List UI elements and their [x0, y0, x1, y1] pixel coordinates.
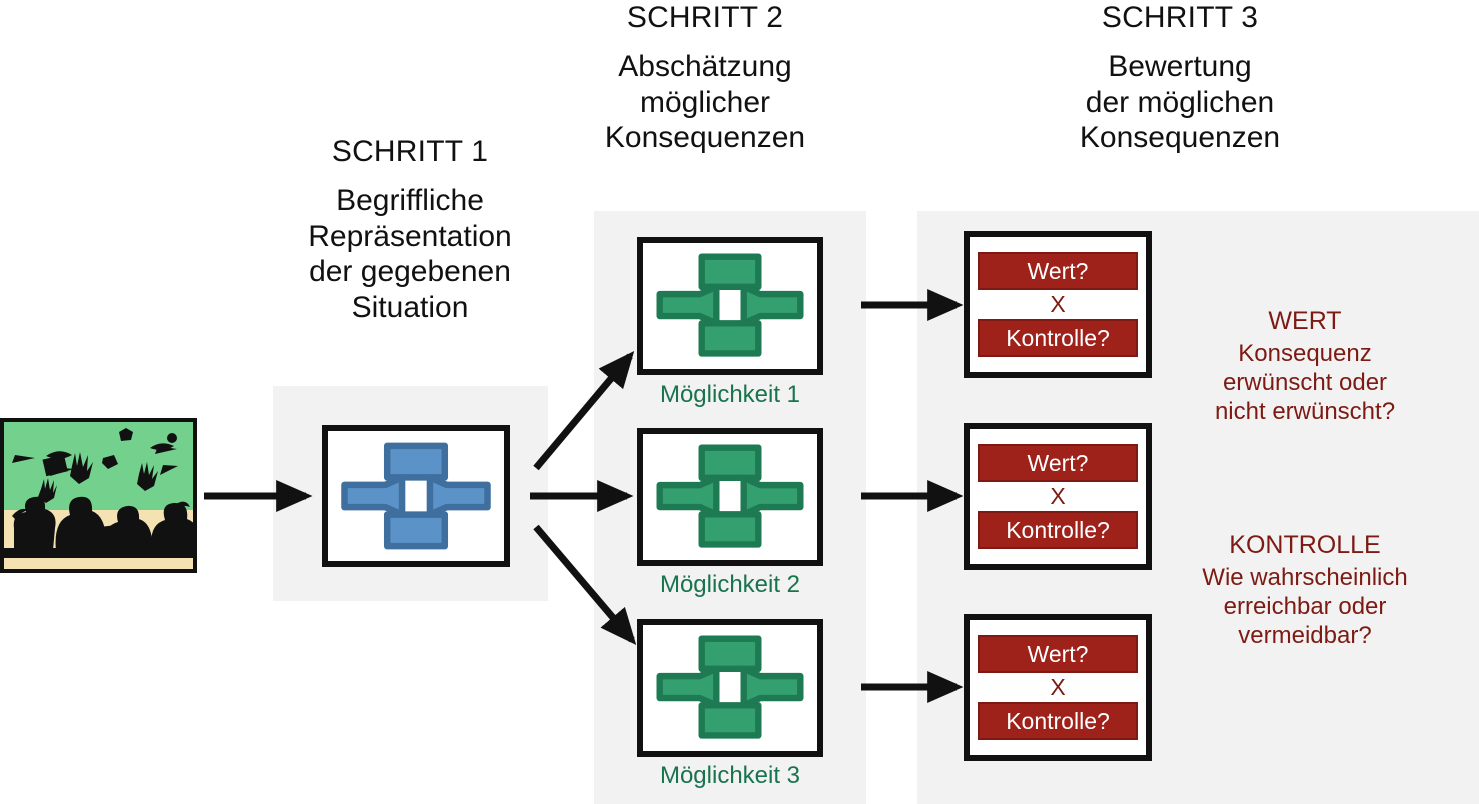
blue-concept-icon [341, 442, 491, 550]
evaluation-box-2: Wert? X Kontrolle? [964, 423, 1152, 570]
note-kontrolle-caption: KONTROLLE [1229, 531, 1381, 559]
evaluation-3-operator: X [1050, 674, 1066, 700]
green-concept-icon [656, 253, 804, 357]
classroom-illustration [0, 418, 197, 573]
evaluation-2-wert: Wert? [978, 444, 1138, 482]
evaluation-1-kontrolle: Kontrolle? [978, 319, 1138, 357]
evaluation-3-wert: Wert? [978, 635, 1138, 673]
evaluation-2-kontrolle: Kontrolle? [978, 511, 1138, 549]
evaluation-box-1: Wert? X Kontrolle? [964, 231, 1152, 378]
step1-label: SCHRITT 1 [331, 135, 489, 168]
step2-label: SCHRITT 2 [626, 1, 784, 34]
option-3-box [637, 619, 823, 757]
option-2-label: Möglichkeit 2 [659, 571, 801, 598]
green-concept-icon [656, 444, 804, 548]
evaluation-2-operator: X [1050, 483, 1066, 509]
evaluation-3-kontrolle: Kontrolle? [978, 702, 1138, 740]
evaluation-box-3: Wert? X Kontrolle? [964, 614, 1152, 761]
step1-concept-box [322, 425, 510, 567]
note-wert-caption: WERT [1268, 307, 1342, 335]
evaluation-1-operator: X [1050, 291, 1066, 317]
step3-label: SCHRITT 3 [1101, 1, 1259, 34]
option-2-box [637, 428, 823, 566]
option-1-label: Möglichkeit 1 [659, 381, 801, 408]
option-1-box [637, 237, 823, 375]
green-concept-icon [656, 635, 804, 739]
option-3-label: Möglichkeit 3 [659, 762, 801, 789]
evaluation-1-wert: Wert? [978, 252, 1138, 290]
